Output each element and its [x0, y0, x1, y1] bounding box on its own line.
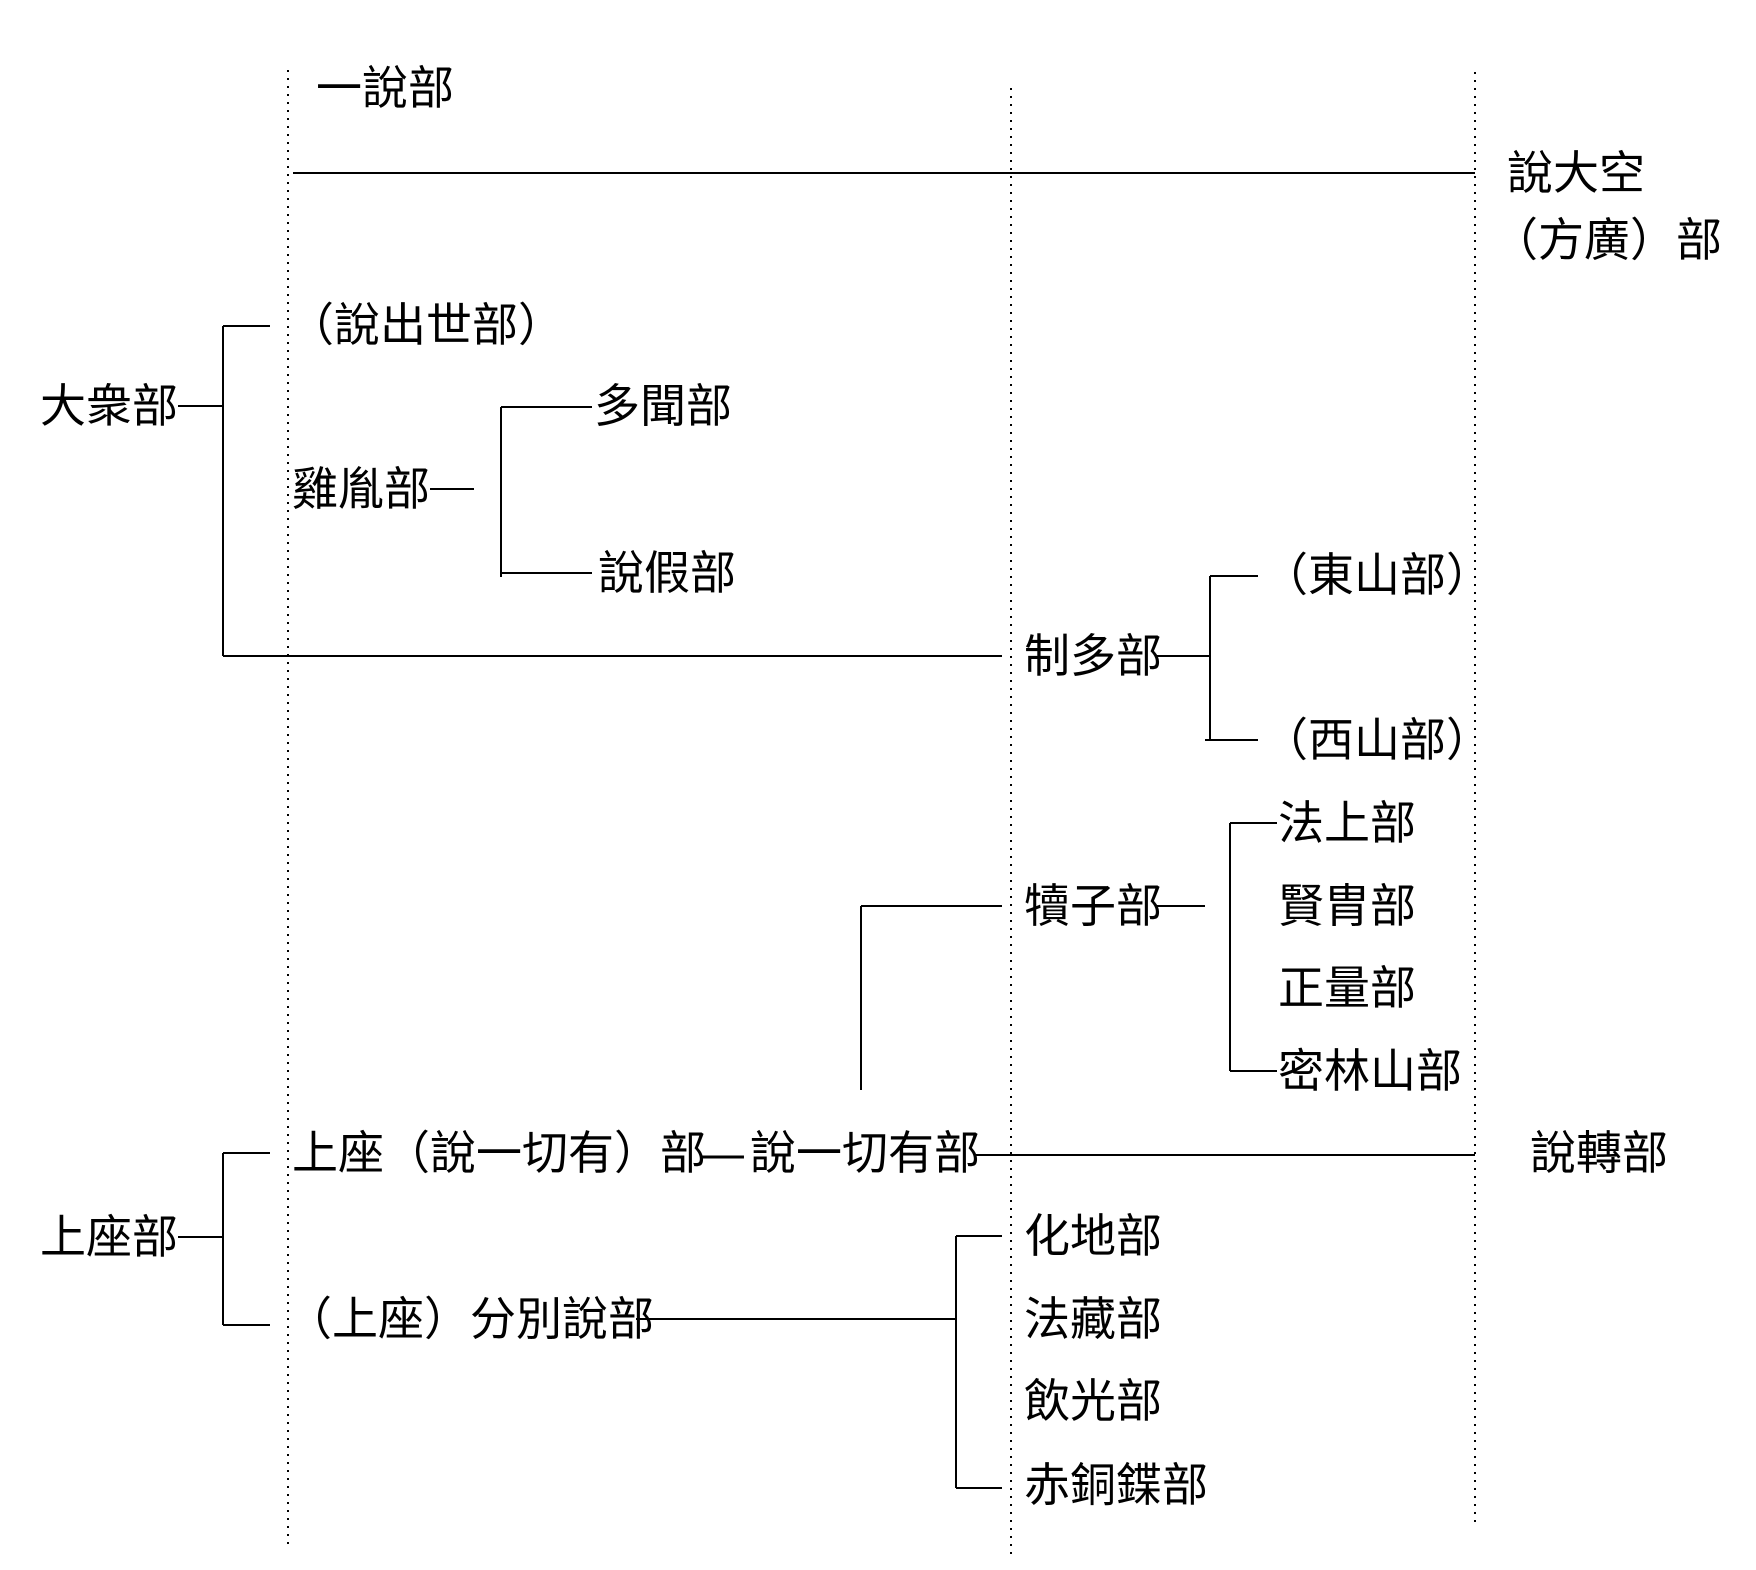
node-shangzuo: 上座部 — [40, 1210, 178, 1264]
node-chitong: 赤銅鍱部 — [1024, 1458, 1208, 1512]
node-huadi: 化地部 — [1024, 1209, 1162, 1263]
node-chushi: （說出世部） — [288, 298, 564, 352]
node-shuo-yiqie: 說一切有部 — [750, 1126, 980, 1180]
node-yishuo: 一說部 — [316, 61, 454, 115]
node-xishan: （西山部） — [1262, 713, 1492, 767]
node-duzi: 犢子部 — [1024, 879, 1162, 933]
node-milin: 密林山部 — [1278, 1044, 1462, 1098]
node-shuo-dakong-line2: （方廣）部 — [1492, 213, 1722, 267]
node-duowen: 多聞部 — [594, 379, 732, 433]
node-xianzhou: 賢胄部 — [1278, 879, 1416, 933]
node-zhengliang: 正量部 — [1278, 961, 1416, 1015]
node-shuo-dakong-line1: 說大空 — [1507, 146, 1645, 200]
node-dongshan: （東山部） — [1262, 548, 1492, 602]
node-shangzuo-yiqie: 上座（說一切有）部 — [292, 1126, 706, 1180]
node-fazang: 法藏部 — [1024, 1292, 1162, 1346]
node-fenbie: （上座）分別說部 — [286, 1292, 654, 1346]
node-yinguang: 飲光部 — [1024, 1374, 1162, 1428]
node-fashang: 法上部 — [1278, 796, 1416, 850]
node-shuojia: 說假部 — [598, 546, 736, 600]
node-dazhong: 大衆部 — [40, 379, 178, 433]
node-zhiduo: 制多部 — [1024, 629, 1162, 683]
node-yiqie-connector: — — [700, 1126, 746, 1180]
node-jiyin: 雞胤部 — [292, 462, 430, 516]
node-shuozhuan: 說轉部 — [1530, 1126, 1668, 1180]
